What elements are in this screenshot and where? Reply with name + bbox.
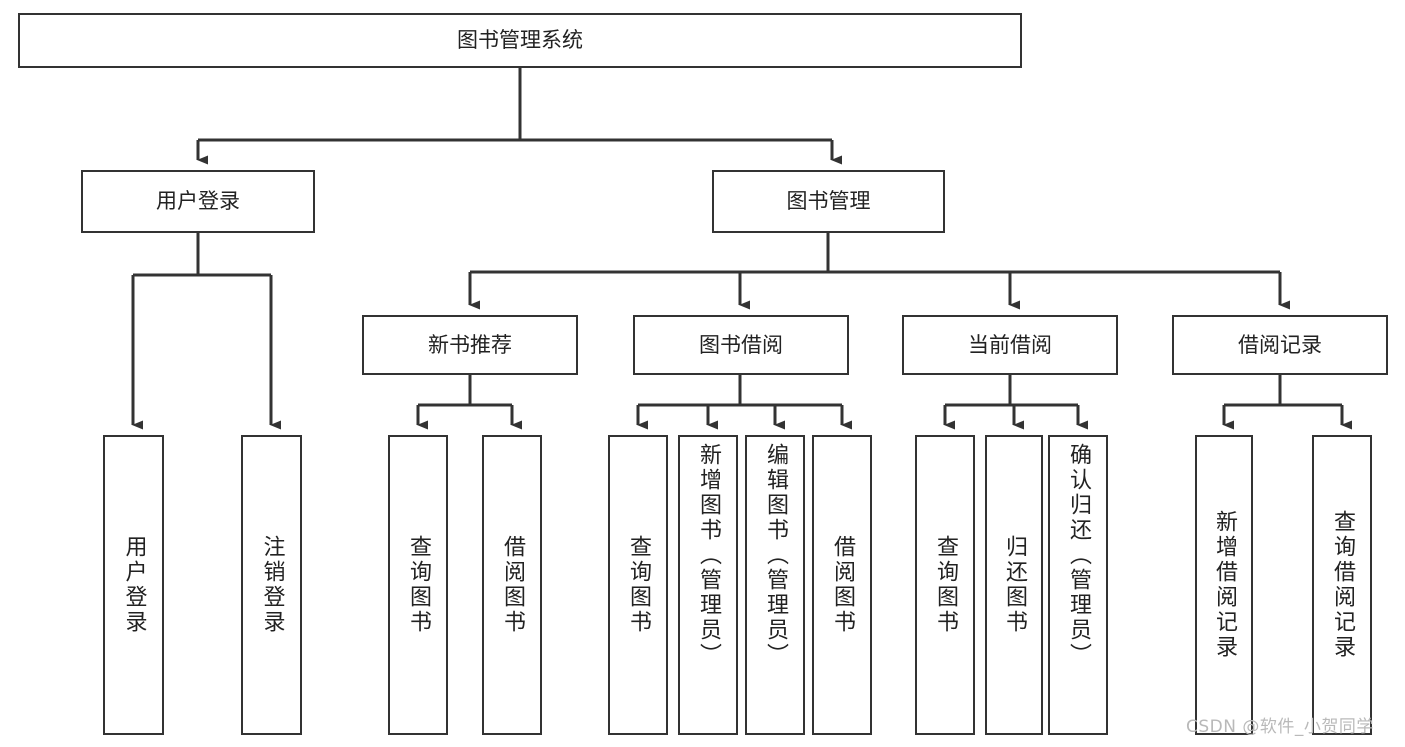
node-root-label: 图书管理系统 bbox=[457, 28, 583, 53]
leaf-query-book-borrow-label: 查询图书 bbox=[626, 535, 651, 635]
leaf-confirm-return-admin[interactable]: 确认归还（管理员） bbox=[1048, 435, 1108, 735]
leaf-edit-book-admin[interactable]: 编辑图书（管理员） bbox=[745, 435, 805, 735]
node-book-management-label: 图书管理 bbox=[786, 189, 871, 214]
node-user-login-label: 用户登录 bbox=[156, 189, 240, 214]
csdn-watermark: CSDN @软件_小贺同学 bbox=[1186, 717, 1374, 737]
node-borrow-record-label: 借阅记录 bbox=[1238, 332, 1322, 357]
leaf-logout-label: 注销登录 bbox=[259, 535, 285, 635]
leaf-query-book-recommend[interactable]: 查询图书 bbox=[388, 435, 448, 735]
leaf-query-borrow-record-label: 查询借阅记录 bbox=[1330, 510, 1355, 660]
leaf-query-book-borrow[interactable]: 查询图书 bbox=[608, 435, 668, 735]
leaf-user-login-label: 用户登录 bbox=[121, 535, 147, 635]
node-borrow-record[interactable]: 借阅记录 bbox=[1172, 315, 1388, 375]
node-book-borrow[interactable]: 图书借阅 bbox=[633, 315, 849, 375]
node-book-borrow-label: 图书借阅 bbox=[699, 332, 783, 357]
leaf-return-book[interactable]: 归还图书 bbox=[985, 435, 1043, 735]
leaf-lend-book[interactable]: 借阅图书 bbox=[812, 435, 872, 735]
node-root[interactable]: 图书管理系统 bbox=[18, 13, 1022, 68]
leaf-borrow-book-recommend-label: 借阅图书 bbox=[500, 535, 525, 635]
leaf-add-book-admin[interactable]: 新增图书（管理员） bbox=[678, 435, 738, 735]
leaf-add-borrow-record[interactable]: 新增借阅记录 bbox=[1195, 435, 1253, 735]
node-current-borrow-label: 当前借阅 bbox=[968, 332, 1052, 357]
leaf-user-login[interactable]: 用户登录 bbox=[103, 435, 164, 735]
leaf-query-book-current[interactable]: 查询图书 bbox=[915, 435, 975, 735]
leaf-query-borrow-record[interactable]: 查询借阅记录 bbox=[1312, 435, 1372, 735]
leaf-add-book-admin-label: 新增图书（管理员） bbox=[696, 443, 721, 668]
leaf-borrow-book-recommend[interactable]: 借阅图书 bbox=[482, 435, 542, 735]
node-new-book-recommend-label: 新书推荐 bbox=[428, 332, 512, 357]
leaf-return-book-label: 归还图书 bbox=[1002, 535, 1027, 635]
leaf-add-borrow-record-label: 新增借阅记录 bbox=[1212, 510, 1237, 660]
leaf-logout[interactable]: 注销登录 bbox=[241, 435, 302, 735]
leaf-query-book-recommend-label: 查询图书 bbox=[406, 535, 431, 635]
node-current-borrow[interactable]: 当前借阅 bbox=[902, 315, 1118, 375]
leaf-lend-book-label: 借阅图书 bbox=[830, 535, 855, 635]
leaf-confirm-return-admin-label: 确认归还（管理员） bbox=[1066, 443, 1091, 668]
node-book-management[interactable]: 图书管理 bbox=[712, 170, 945, 233]
leaf-query-book-current-label: 查询图书 bbox=[933, 535, 958, 635]
node-new-book-recommend[interactable]: 新书推荐 bbox=[362, 315, 578, 375]
node-user-login[interactable]: 用户登录 bbox=[81, 170, 315, 233]
leaf-edit-book-admin-label: 编辑图书（管理员） bbox=[763, 443, 788, 668]
